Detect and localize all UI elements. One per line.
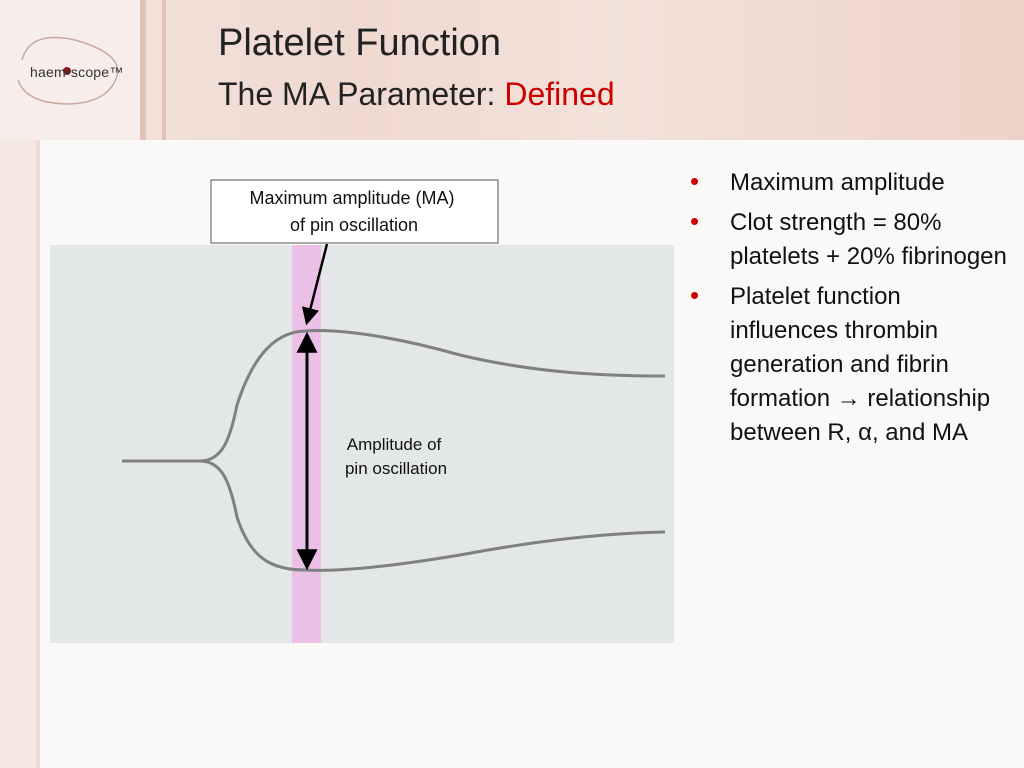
bullet-list: • Maximum amplitude • Clot strength = 80% … [690,166,1010,456]
callout-text-line2: of pin oscillation [290,215,418,235]
plot-area [50,245,674,643]
callout-arrow [302,243,329,326]
left-decor-line [36,140,40,768]
curve-lower [122,459,666,572]
bullet-dot-icon: • [690,280,700,310]
subtitle-accent: Defined [504,76,615,112]
callout-box [210,179,499,244]
slide-header: haem•scope™ Platelet Function The MA Par… [0,0,1024,140]
bullet-dot-icon: • [690,206,700,236]
logo-text: haem•scope™ [30,64,124,80]
left-decor-strip [0,140,36,768]
bullet-item: • Clot strength = 80% platelets + 20% fib… [690,206,1010,274]
subtitle-prefix: The MA Parameter: [218,76,505,112]
bullet-item: • Platelet function influences thrombin g… [690,280,1010,450]
slide-subtitle: The MA Parameter: Defined [218,76,615,113]
header-divider [140,0,146,140]
bullet-dot-icon: • [690,166,700,196]
logo-panel: haem•scope™ [0,0,140,140]
amplitude-label-line2: pin oscillation [345,459,447,478]
bullet-text: Platelet function influences thrombin ge… [730,283,991,446]
curve-upper [122,329,666,463]
amplitude-label-line1: Amplitude of [347,435,442,454]
bullet-item: • Maximum amplitude [690,166,1010,200]
slide-title: Platelet Function [218,22,502,64]
bullet-text: Clot strength = 80% platelets + 20% fibr… [730,209,1007,270]
bullet-text: Maximum amplitude [730,169,945,196]
logo-swoosh-icon [17,36,119,105]
header-divider [162,0,166,140]
callout-text-line1: Maximum amplitude (MA) [249,188,454,208]
